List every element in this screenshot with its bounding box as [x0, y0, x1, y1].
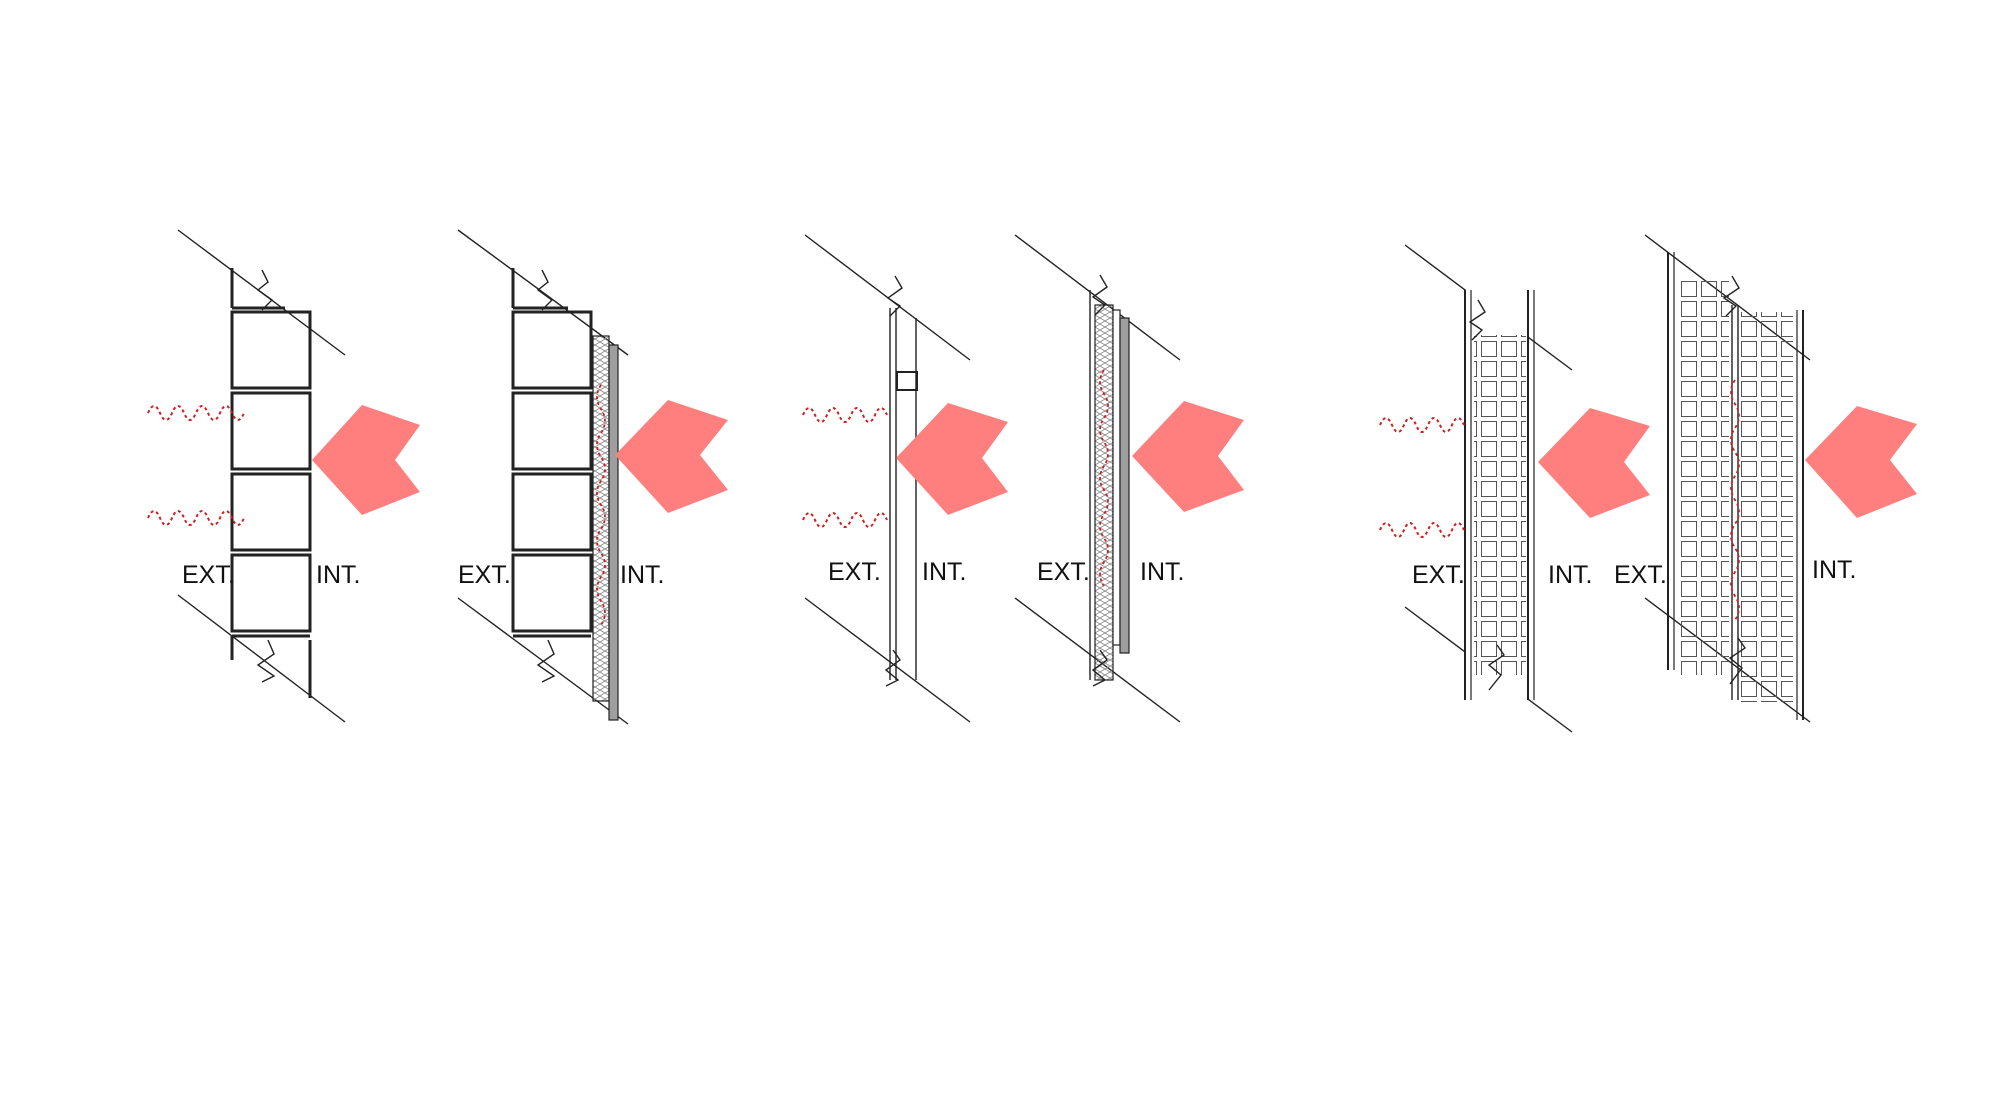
block-cells [1677, 280, 1729, 675]
int-label: INT. [1140, 558, 1184, 586]
moisture-wave-icon [147, 510, 245, 526]
break-symbol-top [1468, 299, 1486, 341]
break-symbol-bottom [1091, 649, 1108, 687]
stud-block [896, 371, 918, 391]
panel-frame: EXT. INT. [802, 234, 1008, 723]
ext-label: EXT. [828, 558, 881, 586]
ext-label: EXT. [1412, 561, 1465, 589]
break-symbol-bottom [536, 639, 556, 683]
panel-frame-insulated: EXT. INT. [1014, 234, 1244, 723]
masonry-units [230, 268, 312, 698]
break-symbol-top [886, 275, 903, 317]
moisture-wave-icon [802, 407, 888, 423]
block-cells [1474, 335, 1526, 675]
heat-flow-arrow-icon [1538, 408, 1650, 518]
panel-masonry-insulated: EXT. INT. [457, 229, 728, 725]
panel-block-double: EXT. INT. [1614, 234, 1917, 723]
int-label: INT. [922, 558, 966, 586]
moisture-path-icon [1730, 379, 1740, 621]
panel-block: EXT. INT. [1379, 244, 1650, 733]
ext-label: EXT. [458, 561, 511, 589]
heat-flow-arrow-icon [615, 400, 728, 513]
heat-flow-arrow-icon [1132, 401, 1244, 512]
moisture-wave-icon [1379, 522, 1465, 538]
break-symbol-top [1722, 275, 1740, 317]
panel-masonry: EXT. INT. [147, 229, 420, 723]
ext-label: EXT. [182, 561, 235, 589]
masonry-units [511, 268, 593, 638]
stud-layer [1112, 309, 1121, 646]
block-cells [1741, 312, 1793, 702]
cut-line-bottom [804, 597, 971, 723]
heat-flow-arrow-icon [312, 405, 420, 515]
int-label: INT. [620, 561, 664, 589]
moisture-path-icon [1099, 369, 1109, 587]
break-symbol-bottom [1487, 644, 1505, 691]
insulation-layer [1094, 304, 1114, 681]
cut-line-bottom [177, 594, 346, 723]
break-symbol-top [536, 269, 554, 311]
break-symbol-bottom [256, 639, 276, 683]
break-symbol-bottom [1728, 637, 1746, 685]
interior-finish [1119, 317, 1130, 654]
cut-line-top [457, 229, 629, 356]
int-label: INT. [1548, 561, 1592, 589]
cut-line-top [1014, 234, 1181, 361]
heat-flow-arrow-icon [896, 403, 1008, 515]
break-symbol-top [1091, 274, 1108, 316]
moisture-wave-icon [147, 405, 245, 421]
ext-label: EXT. [1037, 558, 1090, 586]
break-symbol-top [256, 269, 274, 311]
ext-label: EXT. [1614, 561, 1667, 589]
interior-finish [608, 344, 619, 721]
heat-flow-arrow-icon [1805, 406, 1917, 518]
moisture-path-icon [596, 384, 606, 626]
break-symbol-bottom [884, 649, 901, 687]
moisture-wave-icon [1379, 417, 1465, 433]
int-label: INT. [1812, 556, 1856, 584]
insulation-layer [592, 335, 610, 702]
moisture-wave-icon [802, 512, 888, 528]
int-label: INT. [316, 561, 360, 589]
